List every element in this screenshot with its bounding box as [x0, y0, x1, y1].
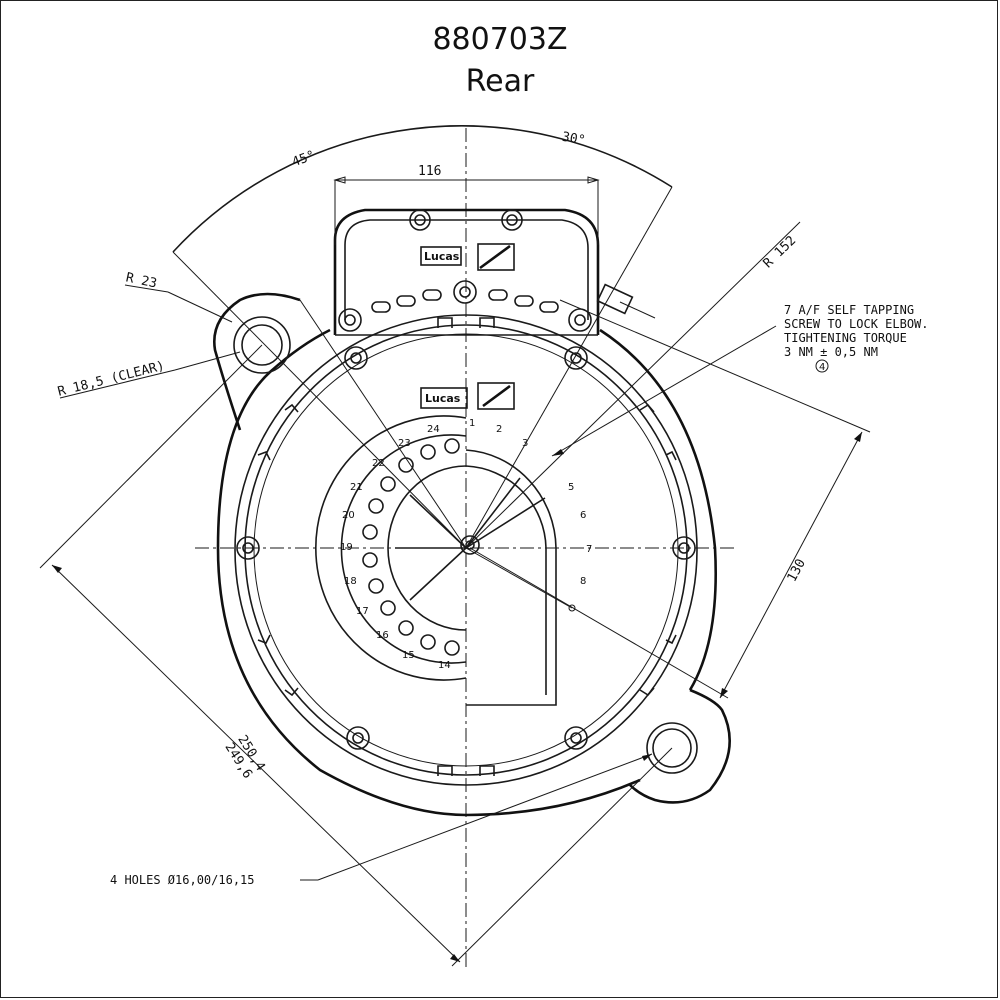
dial-number: 15: [402, 650, 415, 661]
bolt-icon: [346, 726, 370, 750]
dial-number: 16: [376, 630, 389, 641]
dial-number: 7: [586, 544, 592, 555]
bolt-icon: [453, 280, 477, 304]
part-number: 880703Z: [432, 22, 568, 57]
dial-number: 22: [372, 458, 385, 469]
rim-notches: [257, 317, 677, 776]
bolt-icon: [344, 346, 368, 370]
housing-outline: [216, 314, 718, 817]
outer-sector: [172, 125, 673, 549]
dial-number: 8: [580, 576, 586, 587]
holes-note-label: 4 HOLES Ø16,00/16,15: [110, 873, 255, 887]
r185-leader: R 18,5 (CLEAR): [56, 351, 241, 400]
dial-number: 5: [568, 482, 574, 493]
dial-number: 2: [496, 424, 502, 435]
dial-number: 24: [427, 424, 440, 435]
screw-note: 7 A/F SELF TAPPING SCREW TO LOCK ELBOW. …: [551, 303, 929, 457]
angle-30-label: 30°: [561, 130, 587, 149]
upper-left-ear: [212, 292, 301, 431]
dial-number: 17: [356, 606, 369, 617]
lucas-logo-lower-group: Lucas: [420, 382, 515, 410]
bolts: [236, 209, 696, 750]
screw-note-line1: 7 A/F SELF TAPPING: [784, 303, 914, 317]
r185-label: R 18,5 (CLEAR): [56, 359, 166, 400]
construction-lines: [299, 299, 656, 612]
dial-number: 18: [344, 576, 357, 587]
bolt-icon: [338, 308, 362, 332]
dial-number: 1: [469, 418, 475, 429]
dim-116-label: 116: [418, 164, 441, 179]
holes-note: 4 HOLES Ø16,00/16,15: [110, 753, 653, 887]
lower-right-ear: [629, 688, 731, 804]
bolt-icon: [564, 346, 588, 370]
bolt-icon: [672, 536, 696, 560]
lucas-logo-upper: Lucas: [424, 250, 460, 263]
angle-45-label: 45°: [290, 148, 317, 170]
dial-number: 19: [340, 542, 353, 553]
dim-130-label: 130: [785, 557, 809, 585]
bolt-icon: [501, 209, 523, 231]
screw-note-ref: 4: [819, 362, 825, 373]
dial-number: 14: [438, 660, 451, 671]
r152-leader: R 152: [465, 221, 801, 549]
screw-note-line4: 3 NM ± 0,5 NM: [784, 345, 878, 359]
dimension-116: 116: [333, 164, 600, 245]
view-label: Rear: [465, 64, 535, 99]
dial-number: 20: [342, 510, 355, 521]
bolt-icon: [236, 536, 260, 560]
dial-number: 6: [580, 510, 586, 521]
regulator-housing: Lucas: [333, 208, 634, 336]
r23-label: R 23: [124, 270, 158, 291]
dial-holes: [362, 438, 460, 656]
r152-label: R 152: [761, 233, 800, 271]
dial-plate: 1 2 3 5 6 7 8 14 15 16 17 18 19 20 21 22…: [315, 415, 592, 706]
vent-slots: [371, 289, 559, 313]
lucas-logo-lower: Lucas: [425, 392, 461, 405]
screw-note-line2: SCREW TO LOCK ELBOW.: [784, 317, 929, 331]
dial-number: 23: [398, 438, 411, 449]
dial-number: 21: [350, 482, 363, 493]
dial-number: 3: [522, 438, 528, 449]
r23-leader: R 23: [124, 270, 233, 323]
screw-note-line3: TIGHTENING TORQUE: [784, 331, 907, 345]
bolt-icon: [409, 209, 431, 231]
bolt-icon: [564, 726, 588, 750]
